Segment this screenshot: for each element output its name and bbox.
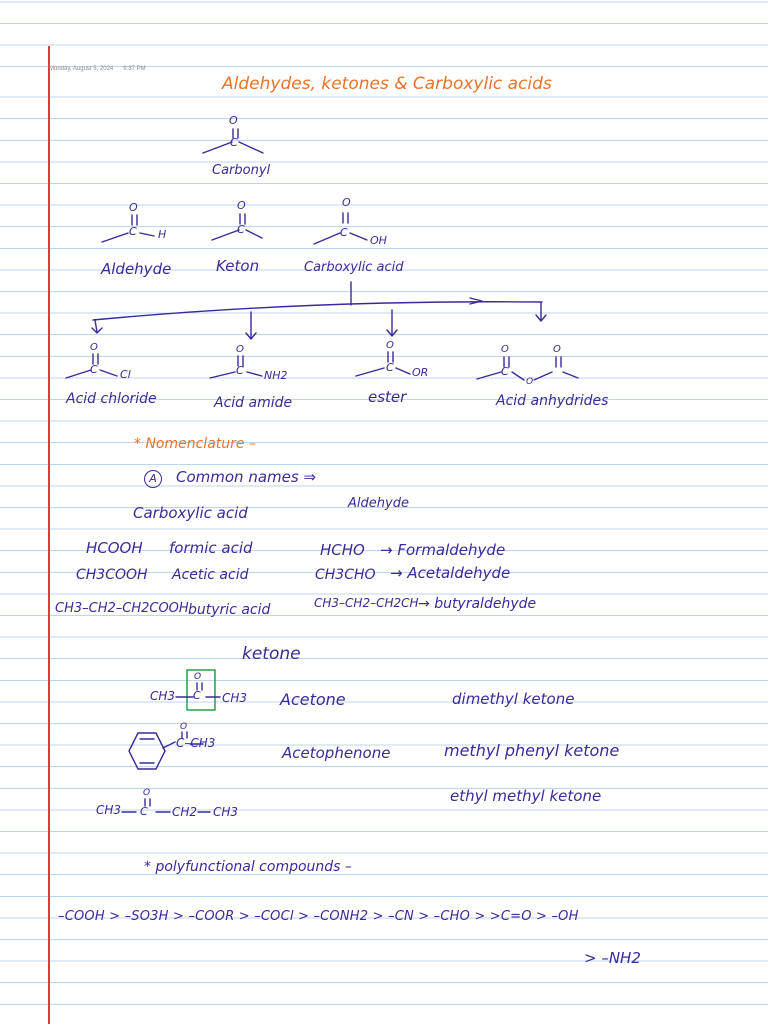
acid-amide-oxygen: O xyxy=(236,344,244,355)
acid-chloride-carbon: C xyxy=(90,363,98,376)
formic-name: formic acid xyxy=(169,539,253,557)
carbonyl-oxygen: O xyxy=(229,114,238,127)
ketone-oxygen: O xyxy=(237,199,246,212)
polyfunctional-heading: * polyfunctional compounds – xyxy=(144,859,352,875)
carbonyl-label: Carbonyl xyxy=(212,163,271,178)
ketone-carbon: C xyxy=(237,223,245,236)
ester-oxygen: O xyxy=(386,340,394,351)
acetaldehyde-name: → Acetaldehyde xyxy=(390,564,511,582)
acid-chloride-label: Acid chloride xyxy=(66,391,157,407)
aldehyde-column-heading: Aldehyde xyxy=(348,496,409,511)
acetophenone-alt-name: methyl phenyl ketone xyxy=(444,741,620,760)
common-names-marker: A xyxy=(144,470,162,488)
acetic-name: Acetic acid xyxy=(172,567,249,583)
anhydride-label: Acid anhydrides xyxy=(496,393,609,409)
acetophenone-oxygen: O xyxy=(180,722,188,732)
butyraldehyde-formula: CH3–CH2–CH2CH xyxy=(314,596,419,610)
ester-or: OR xyxy=(412,366,429,379)
emk-carbon: C xyxy=(140,805,148,818)
acetone-ch3-right: CH3 xyxy=(222,691,248,705)
aldehyde-label: Aldehyde xyxy=(101,260,172,278)
anhydride-bridge-oxygen: O xyxy=(526,377,534,387)
emk-ch3-right: CH3 xyxy=(213,805,239,819)
aldehyde-oxygen: O xyxy=(129,201,138,214)
acetaldehyde-formula: CH3CHO xyxy=(315,567,376,583)
formic-formula: HCOOH xyxy=(86,539,143,557)
priority-order-line-2: > –NH2 xyxy=(584,949,641,967)
carbonyl-carbon: C xyxy=(230,136,238,149)
ester-bonds xyxy=(355,351,411,377)
arrow-5 xyxy=(469,297,483,305)
acetone-alt-name: dimethyl ketone xyxy=(452,690,575,708)
carboxylic-oxygen: O xyxy=(342,196,351,209)
priority-order-line: –COOH > –SO3H > –COOR > –COCl > –CONH2 >… xyxy=(58,909,579,924)
margin-line xyxy=(48,46,50,1024)
anhydride-carbon: C xyxy=(501,365,509,378)
branch-line xyxy=(92,301,543,321)
acetic-formula: CH3COOH xyxy=(76,567,148,583)
acetone-carbon: C xyxy=(193,689,201,702)
emk-oxygen: O xyxy=(143,788,151,798)
butyric-formula: CH3–CH2–CH2COOH xyxy=(55,601,189,616)
ester-label: ester xyxy=(368,388,407,406)
arrow-3 xyxy=(386,309,398,337)
acetophenone-name: Acetophenone xyxy=(282,744,391,762)
benzene-ring-icon xyxy=(128,732,166,770)
anhydride-oxygen-2: O xyxy=(553,344,561,355)
acid-amide-nh2: NH2 xyxy=(264,369,288,382)
acid-chloride-chlorine: Cl xyxy=(120,368,131,381)
ester-carbon: C xyxy=(386,361,394,374)
carboxylic-carbon: C xyxy=(340,226,348,239)
arrow-2 xyxy=(245,311,257,340)
aldehyde-hydrogen: H xyxy=(158,228,167,241)
aldehyde-carbon: C xyxy=(129,225,137,238)
emk-ch2: CH2 xyxy=(172,805,198,819)
ketone-label: Keton xyxy=(216,257,260,275)
acetone-name: Acetone xyxy=(280,690,346,709)
common-names-heading: Common names ⇒ xyxy=(176,468,317,486)
nomenclature-heading: * Nomenclature – xyxy=(134,436,256,452)
butyraldehyde-name: → butyraldehyde xyxy=(418,596,537,612)
arrow-1 xyxy=(91,319,103,334)
timestamp-date: Monday, August 5, 2024 xyxy=(49,66,114,72)
carboxylic-hydroxyl: OH xyxy=(370,234,387,247)
timestamp: Monday, August 5, 2024 9:37 PM xyxy=(49,66,146,72)
anhydride-oxygen-1: O xyxy=(501,344,509,355)
emk-alt-name: ethyl methyl ketone xyxy=(450,787,602,805)
butyraldehyde-name-text: butyraldehyde xyxy=(434,596,537,612)
acetaldehyde-name-text: Acetaldehyde xyxy=(407,564,511,582)
aldehyde-bonds xyxy=(101,214,155,243)
acetone-ch3-left: CH3 xyxy=(150,689,176,703)
acid-chloride-oxygen: O xyxy=(90,342,98,353)
acetophenone-carbonyl: C–CH3 xyxy=(176,736,216,750)
arrow-4 xyxy=(535,302,547,322)
acetone-oxygen: O xyxy=(194,672,202,682)
ketone-heading: ketone xyxy=(242,644,301,664)
page-title: Aldehydes, ketones & Carboxylic acids xyxy=(222,74,552,94)
acid-amide-label: Acid amide xyxy=(214,395,293,411)
acid-amide-carbon: C xyxy=(236,364,244,377)
formaldehyde-name: → Formaldehyde xyxy=(380,541,506,559)
formaldehyde-name-text: Formaldehyde xyxy=(397,541,506,559)
formaldehyde-formula: HCHO xyxy=(320,541,365,559)
butyric-name: butyric acid xyxy=(188,602,271,618)
carboxylic-column-heading: Carboxylic acid xyxy=(133,504,248,522)
emk-ch3-left: CH3 xyxy=(96,803,122,817)
carboxylic-label: Carboxylic acid xyxy=(304,260,404,275)
timestamp-time: 9:37 PM xyxy=(123,66,146,72)
